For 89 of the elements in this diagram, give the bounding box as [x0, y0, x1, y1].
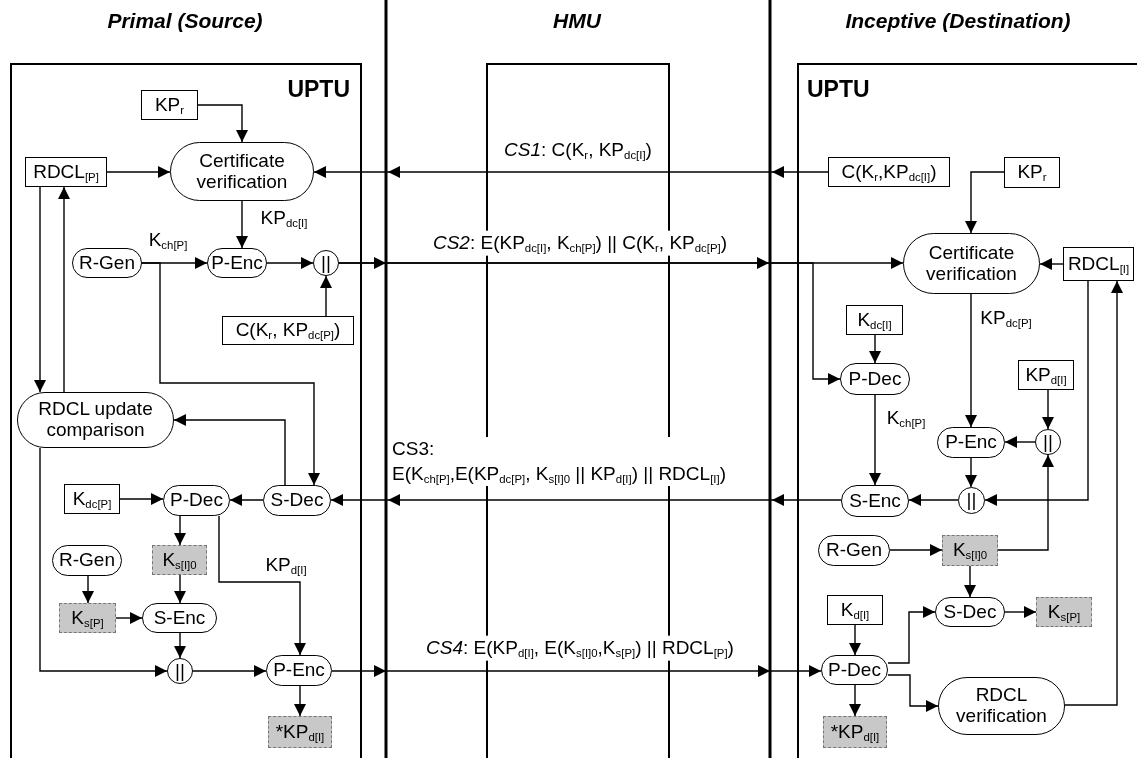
arrow	[887, 674, 939, 712]
arrow	[320, 275, 332, 317]
key-box: *KP$_{d[I]}$	[268, 716, 332, 748]
arrow	[1039, 258, 1064, 270]
key-box: K$_{s[I]0}$	[942, 535, 998, 566]
arrow	[889, 544, 943, 556]
arrow	[908, 494, 959, 506]
arrow	[266, 257, 314, 269]
column-heading: Primal (Source)	[107, 9, 263, 33]
key-box: K$_{s[I]0}$	[152, 545, 207, 575]
process-box: P-Enc	[266, 655, 332, 686]
arrow	[1042, 389, 1054, 430]
arrow	[1004, 436, 1036, 448]
edge-label: CS4: E(KP$_{d[I]}$, E(K$_{s[I]0}$,K$_{s[P]}$) || RDCL$_{[P]}$)	[424, 635, 736, 661]
process-box: RDCL update comparison	[17, 392, 174, 448]
process-box: P-Enc	[937, 427, 1005, 458]
arrow	[218, 515, 306, 656]
process-box: S-Enc	[142, 603, 217, 633]
data-box: RDCL$_{[P]}$	[25, 157, 107, 187]
concat-circle: ||	[313, 250, 339, 276]
unit-frame	[10, 63, 362, 758]
data-box: C(K$_{r}$, KP$_{dc[P]}$)	[222, 316, 354, 345]
key-box: *KP$_{d[I]}$	[823, 716, 887, 748]
data-box: C(K$_{r}$,KP$_{dc[I]}$)	[828, 157, 950, 187]
arrow	[141, 262, 320, 486]
data-box: K$_{dc[I]}$	[846, 305, 903, 335]
arrow	[197, 104, 248, 143]
arrow	[106, 166, 171, 178]
data-box: RDCL$_{[I]}$	[1063, 247, 1134, 281]
arrow	[849, 624, 861, 656]
unit-frame	[797, 63, 1137, 758]
arrow	[1064, 280, 1123, 706]
arrow	[174, 515, 186, 546]
data-box: KP$_{d[I]}$	[1018, 360, 1074, 390]
arrow	[965, 171, 1005, 234]
process-box: Certificate verification	[903, 233, 1040, 294]
arrow	[294, 685, 306, 717]
arrow	[174, 574, 186, 604]
arrow	[192, 665, 267, 677]
key-box: K$_{s[P]}$	[1036, 597, 1092, 627]
concat-circle: ||	[958, 487, 985, 514]
process-box: R-Gen	[52, 545, 122, 576]
process-box: S-Dec	[935, 597, 1005, 627]
concat-circle: ||	[1035, 429, 1061, 455]
arrow	[313, 166, 829, 178]
arrow	[119, 493, 164, 505]
arrow	[173, 414, 286, 486]
unit-title: UPTU	[287, 77, 350, 102]
key-box: K$_{s[P]}$	[59, 603, 116, 633]
data-box: K$_{dc[P]}$	[64, 484, 120, 514]
arrow	[887, 606, 936, 664]
column-heading: HMU	[553, 9, 601, 33]
process-box: Certificate verification	[170, 142, 314, 201]
arrow	[1004, 606, 1037, 618]
edge-label: CS3: E(K$_{ch[P]}$,E(KP$_{dc[P]}$, K$_{s[I]0}$ || KP$_{d[I]}$) || RDCL$_{[I]}$)	[390, 437, 728, 487]
process-box: P-Dec	[821, 655, 888, 685]
arrow	[236, 200, 248, 249]
arrow	[174, 632, 186, 659]
arrow	[330, 494, 842, 506]
unit-title: UPTU	[807, 77, 870, 102]
arrow	[229, 494, 264, 506]
process-box: S-Enc	[841, 485, 909, 517]
process-box: P-Enc	[207, 248, 267, 278]
data-box: KP$_{r}$	[141, 90, 198, 120]
process-box: S-Dec	[263, 485, 331, 516]
arrow	[39, 447, 168, 677]
process-box: P-Dec	[163, 485, 230, 516]
process-box: R-Gen	[818, 535, 890, 566]
arrow	[869, 394, 881, 486]
process-box: RDCL verification	[938, 677, 1065, 735]
column-heading: Inceptive (Destination)	[845, 9, 1071, 33]
arrow	[331, 665, 822, 677]
arrow	[338, 262, 841, 385]
arrow	[34, 186, 46, 393]
arrow	[869, 334, 881, 364]
arrow	[997, 454, 1054, 551]
arrow	[964, 565, 976, 598]
arrow	[984, 280, 1089, 506]
process-box: P-Dec	[840, 363, 910, 395]
process-box: R-Gen	[72, 248, 142, 278]
arrow	[849, 684, 861, 717]
data-box: KP$_{r}$	[1004, 157, 1060, 188]
arrow	[965, 457, 977, 488]
data-box: K$_{d[I]}$	[827, 595, 883, 625]
concat-circle: ||	[167, 658, 193, 684]
arrow	[82, 575, 94, 604]
arrow	[115, 612, 143, 624]
arrow	[58, 186, 70, 393]
arrow	[965, 293, 977, 428]
